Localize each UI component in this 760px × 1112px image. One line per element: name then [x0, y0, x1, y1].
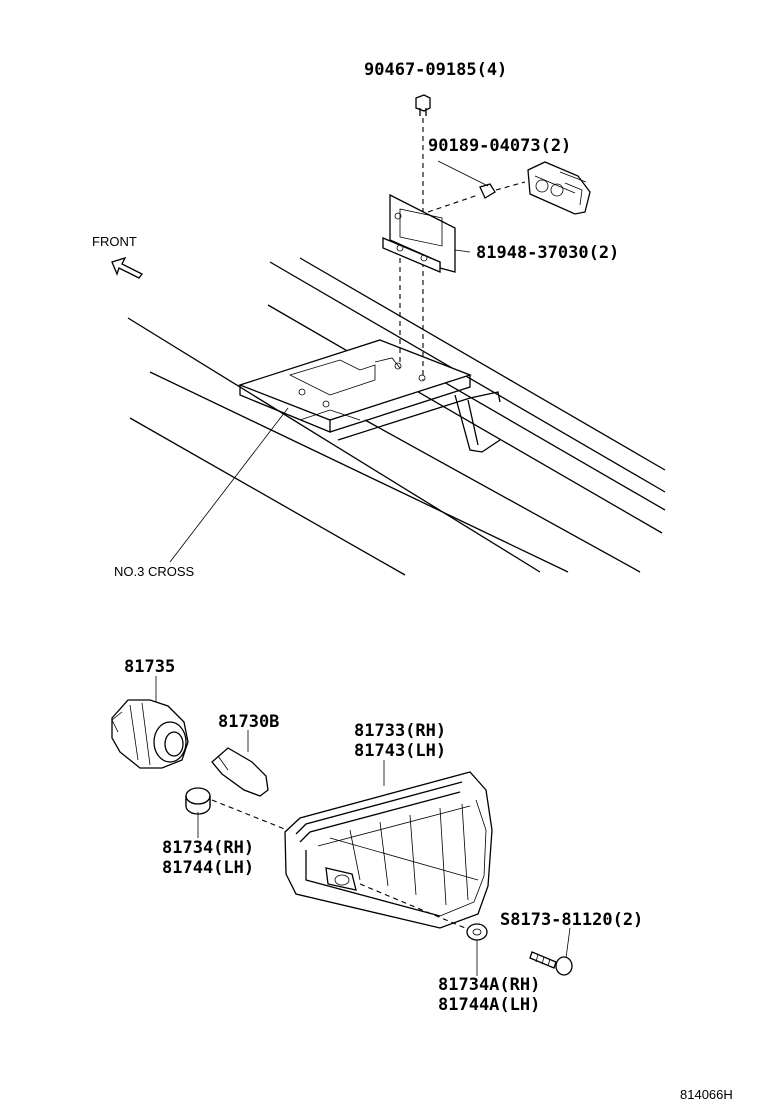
upper-assembly: 90467-09185(4) 90189-04073(2) 81948-3703…	[92, 60, 666, 579]
turn-signal-lamp	[284, 771, 493, 929]
frame-rails	[127, 257, 666, 576]
screw-part-label: S8173-81120(2)	[500, 910, 643, 930]
crossmember-label: NO.3 CROSS	[114, 564, 195, 579]
figure-reference: 814066H	[680, 1087, 733, 1102]
bolt-part-label: 90467-09185(4)	[364, 60, 507, 80]
lamp-rh-part-label: 81733(RH)	[354, 721, 446, 741]
bulb	[211, 747, 269, 797]
socket	[111, 699, 189, 769]
gasket-rh-part-label: 81734(RH)	[162, 838, 254, 858]
washer-lh-part-label: 81744A(LH)	[438, 995, 540, 1015]
front-direction-label: FRONT	[92, 234, 137, 249]
bracket-part-label: 81948-37030(2)	[476, 243, 619, 263]
washer-rh-part-label: 81734A(RH)	[438, 975, 540, 995]
screw	[529, 951, 573, 976]
mounting-bracket	[382, 193, 456, 273]
side-marker-lamp	[527, 161, 591, 215]
clip-part-label: 90189-04073(2)	[428, 136, 571, 156]
front-arrow-icon	[111, 256, 143, 279]
crossmember	[238, 339, 501, 453]
socket-part-label: 81735	[124, 657, 175, 677]
lower-assembly: 81735 81730B 81733(RH) 81743(LH) 81734(R…	[111, 657, 643, 1015]
lamp-lh-part-label: 81743(LH)	[354, 741, 446, 761]
bulb-part-label: 81730B	[218, 712, 279, 732]
gasket	[185, 787, 211, 815]
gasket-lh-part-label: 81744(LH)	[162, 858, 254, 878]
washer	[466, 923, 488, 941]
bolt	[415, 94, 431, 116]
